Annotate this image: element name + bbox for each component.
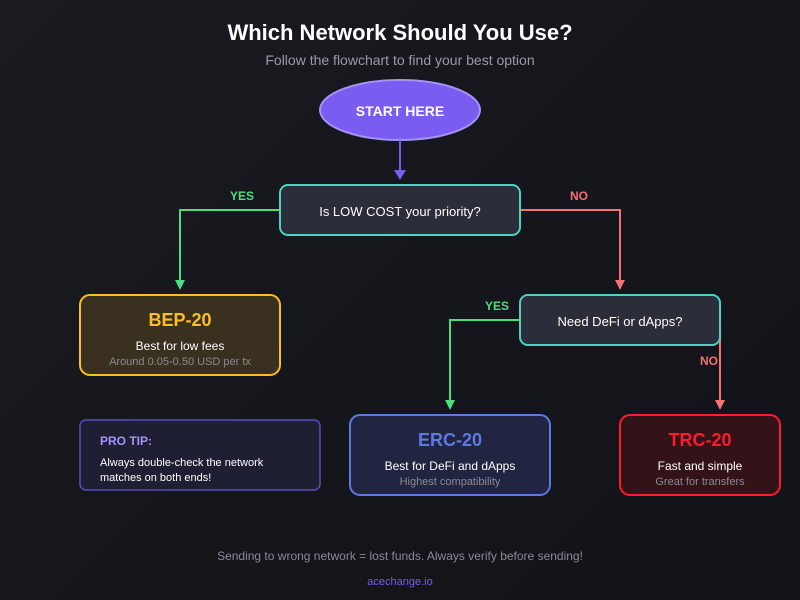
question-text: Is LOW COST your priority? — [319, 204, 481, 219]
network-name: ERC-20 — [418, 430, 482, 450]
arrowhead-icon — [445, 400, 455, 410]
yes-label: YES — [230, 189, 254, 203]
network-name: TRC-20 — [668, 430, 731, 450]
network-desc: Fast and simple — [658, 459, 743, 473]
footer-link[interactable]: acechange.io — [367, 576, 432, 588]
warning-text: Sending to wrong network = lost funds. A… — [217, 549, 583, 563]
page-subtitle: Follow the flowchart to find your best o… — [265, 52, 534, 68]
result-erc20: ERC-20 Best for DeFi and dApps Highest c… — [349, 414, 551, 496]
yes-label: YES — [485, 299, 509, 313]
network-detail: Around 0.05-0.50 USD per tx — [109, 356, 251, 368]
question-low-cost: Is LOW COST your priority? — [279, 184, 521, 236]
no-label: NO — [570, 189, 588, 203]
tip-label: PRO TIP: — [100, 434, 152, 448]
network-detail: Great for transfers — [655, 476, 745, 488]
page-title: Which Network Should You Use? — [227, 20, 572, 45]
result-trc20: TRC-20 Fast and simple Great for transfe… — [619, 414, 781, 496]
result-bep20: BEP-20 Best for low fees Around 0.05-0.5… — [79, 294, 281, 376]
arrow-q1-no — [520, 209, 621, 282]
network-name: BEP-20 — [148, 310, 211, 330]
tip-text: matches on both ends! — [100, 472, 211, 484]
arrowhead-icon — [615, 280, 625, 290]
tip-text: Always double-check the network — [100, 457, 264, 469]
start-label: START HERE — [356, 103, 444, 119]
no-label: NO — [700, 354, 718, 368]
pro-tip-box: PRO TIP: Always double-check the network… — [79, 419, 321, 491]
arrow-q1-yes — [179, 209, 280, 282]
question-text: Need DeFi or dApps? — [557, 314, 682, 329]
start-node: START HERE — [319, 79, 481, 141]
arrowhead-icon — [394, 170, 406, 180]
network-detail: Highest compatibility — [400, 476, 501, 488]
network-desc: Best for low fees — [136, 339, 225, 353]
arrow-q2-yes — [449, 319, 520, 402]
arrowhead-icon — [715, 400, 725, 410]
network-desc: Best for DeFi and dApps — [385, 459, 516, 473]
question-defi: Need DeFi or dApps? — [519, 294, 721, 346]
arrowhead-icon — [175, 280, 185, 290]
